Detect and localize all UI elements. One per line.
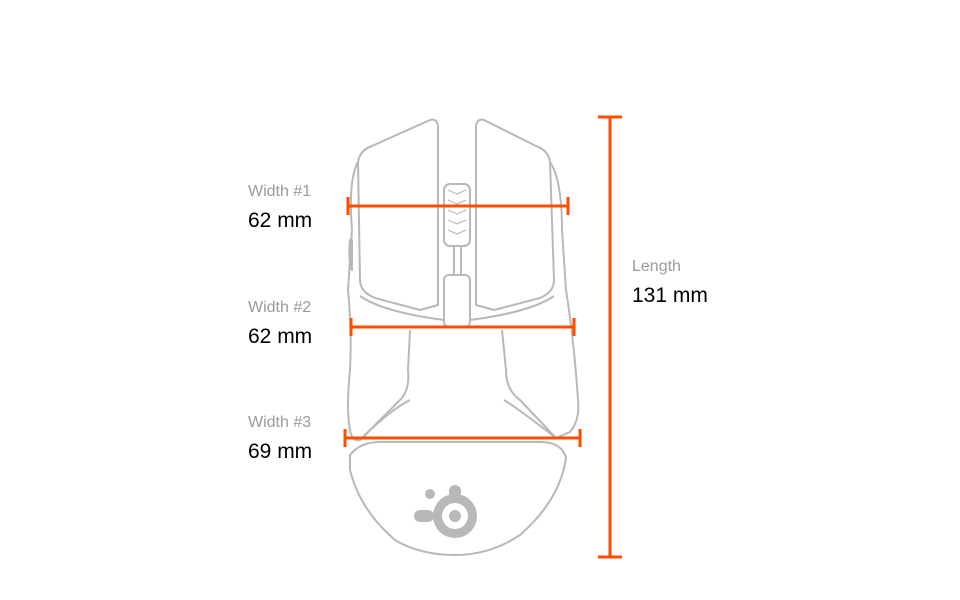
width-1-label: Width #1 [248, 183, 312, 200]
steelseries-logo-icon [414, 485, 477, 538]
length-line [598, 115, 622, 559]
length-value: 131 mm [632, 284, 708, 307]
dimension-lines [343, 115, 622, 559]
width-1-value: 62 mm [248, 209, 313, 232]
width-2-line [349, 318, 576, 336]
width-2-value: 62 mm [248, 325, 313, 348]
width-1-line [346, 197, 570, 215]
mouse-outline [347, 118, 580, 556]
width-3-label: Width #3 [248, 414, 312, 431]
length-label: Length [632, 258, 681, 275]
width-3-value: 69 mm [248, 440, 313, 463]
width-3-line [343, 429, 582, 447]
width-2-label: Width #2 [248, 299, 312, 316]
